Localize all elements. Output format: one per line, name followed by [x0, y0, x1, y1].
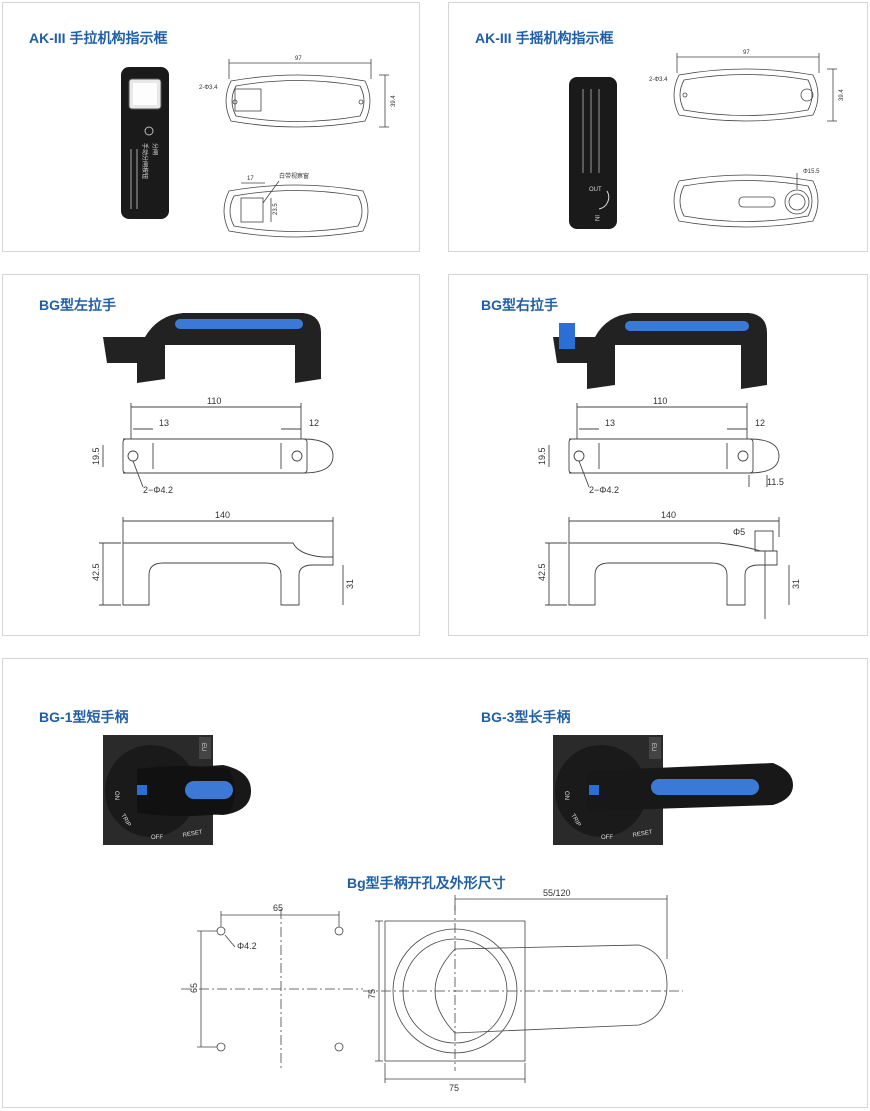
left-dim-len: 110: [207, 396, 221, 406]
indicator-product-photo: 分闸 手动分闸按钮: [121, 67, 169, 219]
outline-drawing: [363, 895, 683, 1083]
long-off: OFF: [601, 835, 613, 841]
short-reset: RESET: [182, 830, 203, 839]
right-dim-height: 42.5: [537, 563, 547, 581]
panel-title: BG型右拉手: [481, 297, 558, 313]
left-handle-photo: [103, 313, 321, 383]
panel-title: BG型左拉手: [39, 297, 116, 313]
left-dim-total: 140: [215, 510, 230, 520]
bg-right-figure: 110 13 12 19.5 2−Φ4.2 11.5 140 Φ5 42.5 3…: [537, 313, 801, 619]
crank-dim-dia: Φ15.5: [803, 169, 820, 175]
hole-pattern-drawing: [181, 909, 363, 1071]
right-dim-b: 12: [755, 418, 765, 428]
left-handle-top-drawing: [102, 403, 334, 488]
short-eu: EU: [200, 743, 206, 751]
right-dim-holes: 2−Φ4.2: [589, 485, 619, 495]
outline-dim-side: 75: [367, 989, 377, 999]
dim-width: 97: [295, 56, 302, 62]
right-dim-total: 140: [661, 510, 676, 520]
long-handle-photo: EU ON TRIP RESET OFF: [553, 735, 793, 845]
left-dim-holes: 2−Φ4.2: [143, 485, 173, 495]
right-handle-top-drawing: [548, 403, 780, 488]
right-dim-h: 19.5: [537, 447, 547, 465]
dim-holes: 2-Φ3.4: [199, 85, 218, 91]
left-dim-h: 19.5: [91, 447, 101, 465]
crank-dim-holes: 2-Φ3.4: [649, 77, 668, 83]
panel-ak-pull: AK-III 手拉机构指示框 分闸 手动分闸按钮 97: [2, 2, 420, 252]
crank-in: IN: [593, 215, 599, 221]
crank-bottom-view: [673, 173, 819, 228]
panel-title: AK-III 手拉机构指示框: [29, 30, 168, 46]
crank-top-view: [673, 53, 837, 122]
dim-b: 23.5: [273, 203, 279, 215]
left-dim-height: 42.5: [91, 563, 101, 581]
panel-ak-crank: AK-III 手摇机构指示框 OUT IN 97 2-Φ3.4 39.4: [448, 2, 868, 252]
diagram-title: Bg型手柄开孔及外形尺寸: [347, 875, 506, 891]
panel-title: AK-III 手摇机构指示框: [475, 30, 614, 46]
right-dim-len: 110: [653, 396, 667, 406]
short-handle-photo: EU ON TRIP RESET OFF: [103, 735, 251, 845]
ak-pull-top-view: [225, 59, 389, 128]
hole-dim-dia: Φ4.2: [237, 941, 257, 951]
long-eu: EU: [650, 743, 656, 751]
right-dim-a: 13: [605, 418, 615, 428]
left-dim-a: 13: [159, 418, 169, 428]
dim-a: 17: [247, 176, 254, 182]
left-dim-b: 12: [309, 418, 319, 428]
outline-dim-len: 55/120: [543, 888, 571, 898]
left-dim-depth: 31: [345, 579, 355, 589]
dim-height: 39.4: [391, 95, 397, 107]
hole-dim-height: 65: [189, 983, 199, 993]
ak-pull-figure: 分闸 手动分闸按钮 97 2-Φ3.4 39.4: [121, 56, 397, 238]
panel-bg-handles: BG-1型短手柄 BG-3型长手柄 Bg型手柄开孔及外形尺寸 EU ON TRI…: [2, 658, 868, 1108]
short-off: OFF: [151, 835, 163, 841]
outline-dim-bottom: 75: [449, 1083, 459, 1093]
product-line-1: 手动分闸按钮: [141, 143, 149, 179]
right-handle-photo: [553, 313, 767, 389]
short-on: ON: [113, 791, 119, 800]
right-dim-c: 11.5: [767, 477, 784, 487]
crank-product-photo: OUT IN: [569, 77, 617, 229]
bg-left-figure: 110 13 12 19.5 2−Φ4.2 140 42.5 31: [91, 313, 355, 606]
short-handle-title: BG-1型短手柄: [39, 709, 129, 725]
crank-dim-width: 97: [743, 50, 750, 56]
ak-pull-bottom-view: [223, 180, 369, 238]
long-reset: RESET: [632, 830, 653, 839]
right-dim-dia: Φ5: [733, 527, 745, 537]
right-dim-depth: 31: [791, 579, 801, 589]
hole-dim-spacing: 65: [273, 903, 283, 913]
ak-crank-figure: OUT IN 97 2-Φ3.4 39.4 Φ15.5: [569, 50, 845, 229]
right-handle-side-drawing: [545, 517, 790, 619]
crank-out: OUT: [589, 187, 602, 193]
panel-bg-right: BG型右拉手 110 13 12 19.5 2−Φ4.2: [448, 274, 868, 636]
product-line-0: 分闸: [151, 143, 159, 155]
panel-bg-left: BG型左拉手 110 13 12 19.5 2−Φ4.2: [2, 274, 420, 636]
callout-window: 白带视察窗: [279, 172, 309, 180]
left-handle-side-drawing: [99, 517, 344, 606]
long-handle-title: BG-3型长手柄: [481, 709, 571, 725]
crank-dim-height: 39.4: [839, 89, 845, 101]
bg-handles-figure: EU ON TRIP RESET OFF EU ON TRIP RESET OF…: [103, 735, 793, 1093]
long-on: ON: [563, 791, 569, 800]
